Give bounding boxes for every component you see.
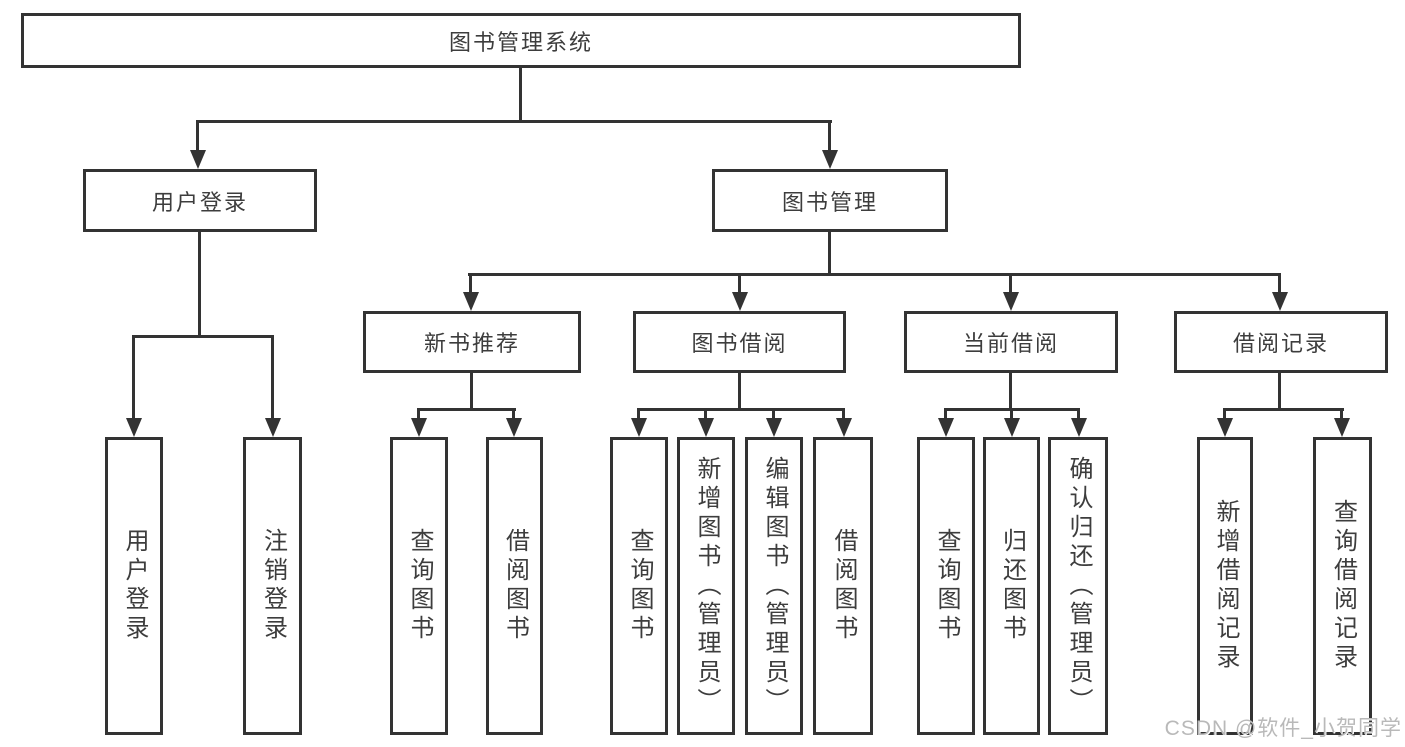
node-user-login-group: 用户登录 (83, 169, 317, 232)
connector-line (637, 408, 845, 411)
arrow-down-icon (506, 418, 522, 437)
arrow-down-icon (411, 418, 427, 437)
connector-line (197, 120, 832, 123)
leaf-user-login-label: 用户登录 (121, 528, 148, 644)
node-user-login-group-label: 用户登录 (151, 189, 248, 215)
leaf-query-books-borrow-label: 查询图书 (626, 528, 653, 644)
connector-line (196, 120, 199, 152)
connector-line (468, 273, 1281, 276)
arrow-down-icon (1334, 418, 1350, 437)
arrow-down-icon (698, 418, 714, 437)
arrow-down-icon (732, 292, 748, 311)
arrow-down-icon (1071, 418, 1087, 437)
connector-line (1223, 408, 1344, 411)
arrow-down-icon (631, 418, 647, 437)
node-book-mgmt-group: 图书管理 (712, 169, 948, 232)
arrow-down-icon (766, 418, 782, 437)
connector-line (470, 373, 473, 408)
connector-line (271, 335, 274, 420)
node-root: 图书管理系统 (21, 13, 1021, 68)
connector-line (198, 232, 201, 335)
leaf-add-borrow-record: 新增借阅记录 (1197, 437, 1253, 735)
node-borrow-records: 借阅记录 (1174, 311, 1388, 373)
arrow-down-icon (1272, 292, 1288, 311)
connector-line (1340, 408, 1343, 420)
leaf-query-borrow-record: 查询借阅记录 (1313, 437, 1372, 735)
leaf-query-borrow-record-label: 查询借阅记录 (1329, 499, 1357, 673)
node-book-borrow-label: 图书借阅 (691, 331, 788, 356)
leaf-borrow-books: 借阅图书 (813, 437, 873, 735)
arrow-down-icon (265, 418, 281, 437)
node-book-mgmt-group-label: 图书管理 (781, 189, 878, 215)
arrow-down-icon (938, 418, 954, 437)
node-borrow-records-label: 借阅记录 (1232, 331, 1329, 356)
connector-line (469, 273, 472, 294)
connector-line (132, 335, 135, 420)
connector-line (738, 373, 741, 408)
leaf-confirm-return-admin: 确认归还（管理员） (1048, 437, 1108, 735)
leaf-add-books-admin-label: 新增图书（管理员） (693, 455, 720, 717)
connector-line (519, 68, 522, 120)
connector-line (1278, 273, 1281, 294)
connector-line (738, 273, 741, 294)
connector-line (417, 408, 516, 411)
node-new-book-recommend: 新书推荐 (363, 311, 581, 373)
leaf-edit-books-admin: 编辑图书（管理员） (745, 437, 803, 735)
connector-line (637, 408, 640, 420)
connector-line (944, 408, 947, 420)
leaf-add-borrow-record-label: 新增借阅记录 (1212, 499, 1239, 673)
leaf-confirm-return-admin-label: 确认归还（管理员） (1065, 455, 1092, 717)
leaf-user-login: 用户登录 (105, 437, 163, 735)
connector-line (1223, 408, 1226, 420)
node-new-book-recommend-label: 新书推荐 (423, 331, 520, 356)
connector-line (512, 408, 515, 420)
leaf-borrow-books-recommend-label: 借阅图书 (501, 528, 529, 644)
leaf-edit-books-admin-label: 编辑图书（管理员） (761, 455, 788, 717)
arrow-down-icon (1004, 418, 1020, 437)
connector-line (1010, 408, 1013, 420)
leaf-query-books-borrow: 查询图书 (610, 437, 668, 735)
node-current-borrow: 当前借阅 (904, 311, 1118, 373)
connector-line (828, 232, 831, 273)
arrow-down-icon (1003, 292, 1019, 311)
arrow-down-icon (1217, 418, 1233, 437)
connector-line (772, 408, 775, 420)
arrow-down-icon (836, 418, 852, 437)
leaf-return-books: 归还图书 (983, 437, 1040, 735)
connector-line (704, 408, 707, 420)
connector-line (1009, 373, 1012, 408)
arrow-down-icon (463, 292, 479, 311)
leaf-return-books-label: 归还图书 (998, 528, 1026, 644)
connector-line (133, 335, 274, 338)
arrow-down-icon (822, 150, 838, 169)
leaf-borrow-books-recommend: 借阅图书 (486, 437, 543, 735)
leaf-add-books-admin: 新增图书（管理员） (677, 437, 735, 735)
leaf-borrow-books-label: 借阅图书 (830, 528, 857, 644)
leaf-query-books-current-label: 查询图书 (933, 528, 960, 644)
leaf-query-books-recommend-label: 查询图书 (406, 528, 433, 644)
connector-line (828, 120, 831, 152)
arrow-down-icon (126, 418, 142, 437)
node-current-borrow-label: 当前借阅 (962, 331, 1059, 356)
node-root-label: 图书管理系统 (448, 29, 593, 55)
leaf-query-books-current: 查询图书 (917, 437, 975, 735)
connector-line (417, 408, 420, 420)
node-book-borrow: 图书借阅 (633, 311, 846, 373)
leaf-logout: 注销登录 (243, 437, 302, 735)
leaf-logout-label: 注销登录 (259, 528, 287, 644)
connector-line (1009, 273, 1012, 294)
connector-line (1278, 373, 1281, 408)
connector-line (1077, 408, 1080, 420)
leaf-query-books-recommend: 查询图书 (390, 437, 448, 735)
watermark: CSDN @软件_小贺同学 (1164, 717, 1402, 740)
arrow-down-icon (190, 150, 206, 169)
connector-line (842, 408, 845, 420)
